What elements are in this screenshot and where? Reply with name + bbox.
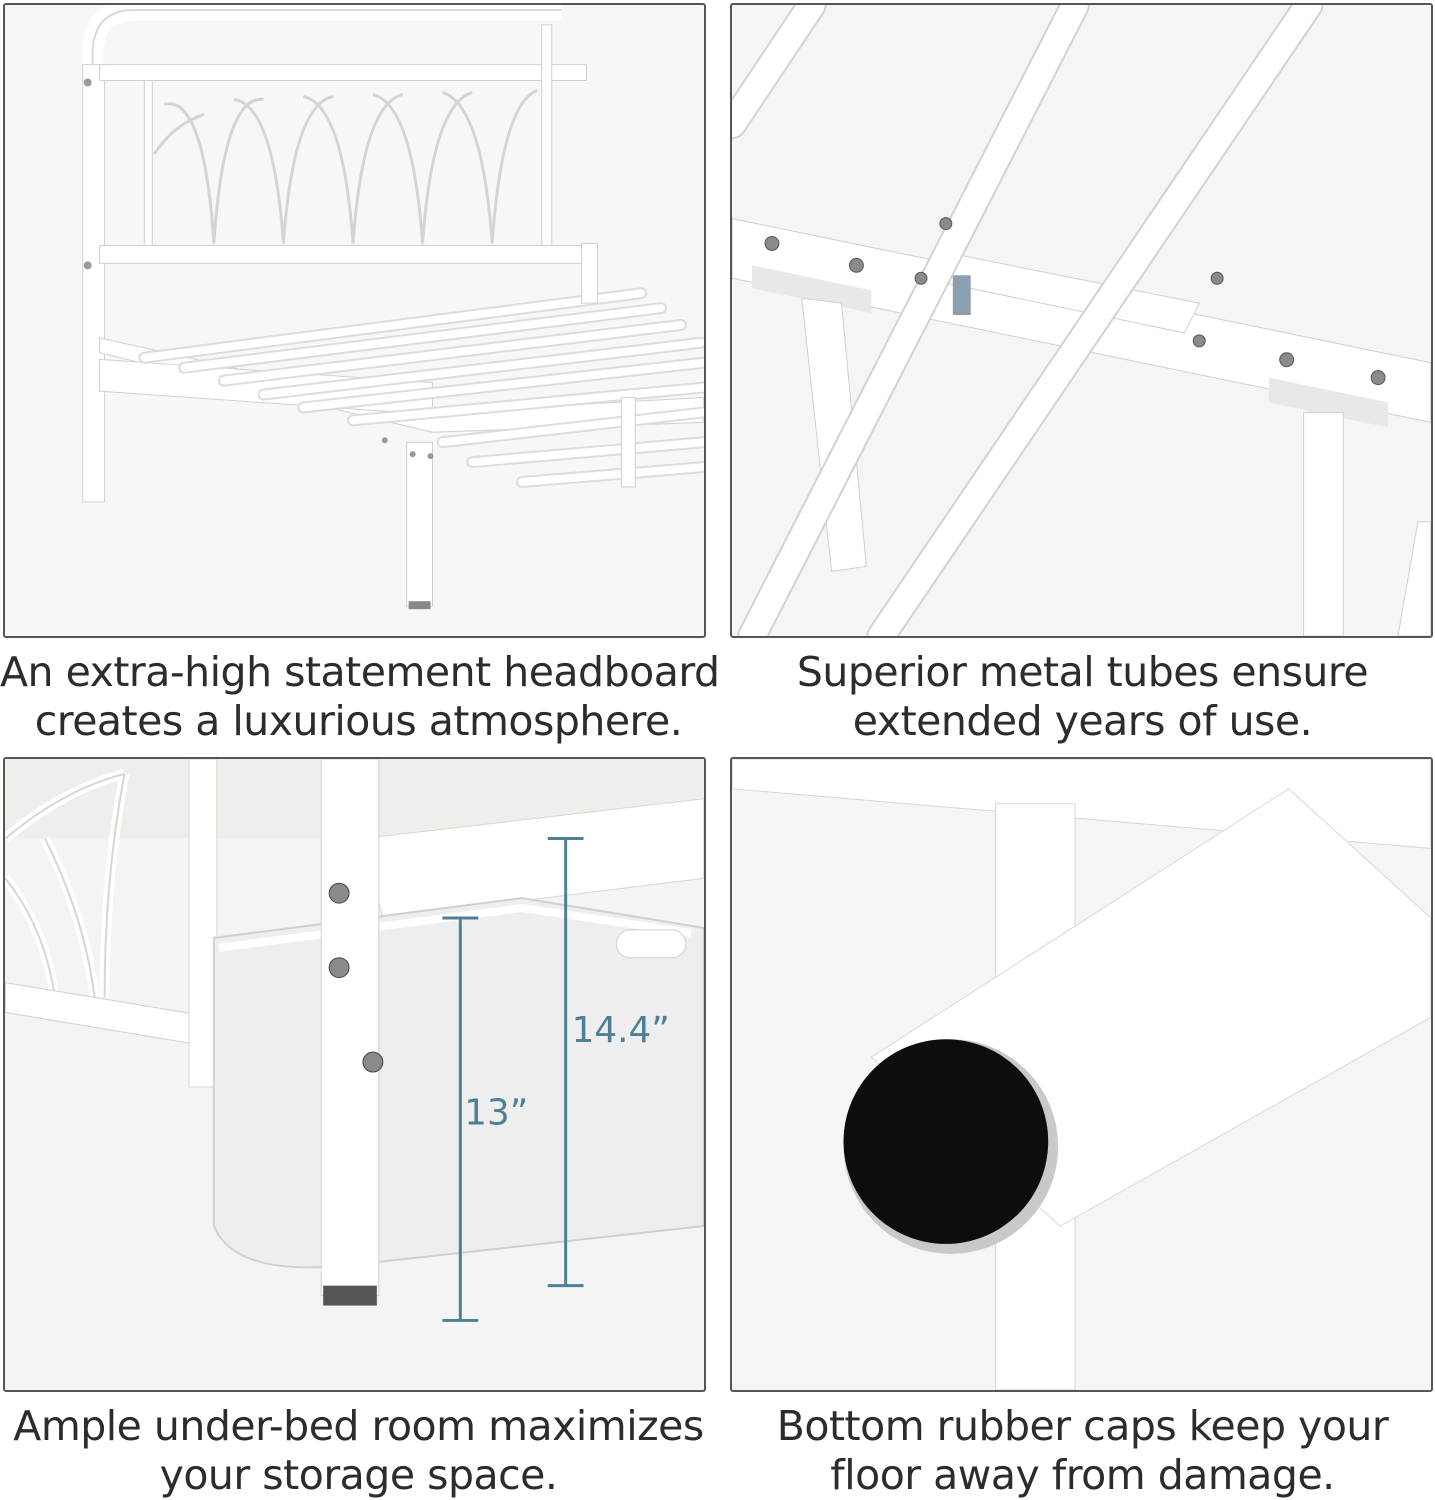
total-height-label: 14.4”: [572, 1010, 670, 1051]
caption-headboard: An extra-high statement headboard create…: [0, 648, 720, 746]
caption-line-2: extended years of use.: [852, 697, 1313, 745]
caption-line-2: your storage space.: [159, 1451, 558, 1499]
caption-line-1: Ample under-bed room maximizes: [13, 1402, 704, 1450]
under-bed-storage-photo: 13” 14.4”: [3, 757, 706, 1392]
caption-line-1: Superior metal tubes ensure: [796, 648, 1369, 696]
metal-tubes-photo: [730, 3, 1433, 638]
caption-line-2: creates a luxurious atmosphere.: [34, 697, 683, 745]
headboard-photo: [3, 3, 706, 638]
caption-rubber-caps: Bottom rubber caps keep your floor away …: [724, 1402, 1435, 1500]
rubber-caps-photo: [730, 757, 1433, 1392]
storage-height-label: 13”: [464, 1093, 528, 1134]
caption-line-1: Bottom rubber caps keep your: [776, 1402, 1389, 1450]
caption-storage: Ample under-bed room maximizes your stor…: [0, 1402, 717, 1500]
caption-line-1: An extra-high statement headboard: [0, 648, 720, 696]
caption-metal-tubes: Superior metal tubes ensure extended yea…: [724, 648, 1435, 746]
caption-line-2: floor away from damage.: [830, 1451, 1335, 1499]
